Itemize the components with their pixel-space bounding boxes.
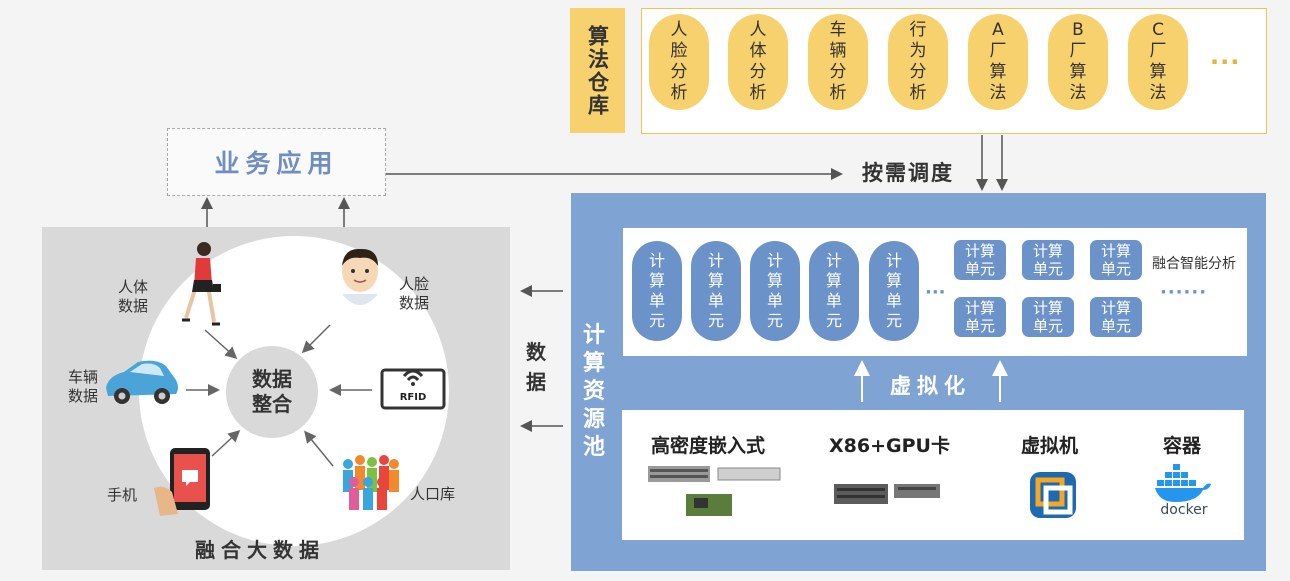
compute-unit-block: 计算 单元 (954, 297, 1006, 337)
walking-person-icon (182, 242, 221, 326)
docker-text: docker (1160, 502, 1207, 518)
algo-more-ellipsis: ··· (1210, 48, 1241, 76)
virtual-machine-label: 虚拟机 (1021, 435, 1079, 457)
algo-vendor-c: C 厂 算 法 (1128, 14, 1188, 110)
embedded-hardware-label: 高密度嵌入式 (651, 435, 766, 457)
rfid-reader-icon: RFID (380, 368, 446, 410)
algo-vehicle-analysis: 车 辆 分 析 (808, 14, 868, 110)
gpu-hardware-label: X86+GPU卡 (829, 435, 950, 457)
compute-unit-ellipsis: ··· (925, 282, 946, 303)
algo-body-analysis: 人 体 分 析 (728, 14, 788, 110)
face-icon (342, 248, 378, 305)
compute-unit-block: 计算 单元 (1090, 297, 1142, 337)
face-data-label: 人脸 数据 (399, 275, 430, 312)
population-crowd-icon (343, 455, 399, 510)
smartphone-icon (154, 448, 210, 516)
body-data-label: 人体 数据 (118, 278, 149, 315)
fused-big-data-title: 融合大数据 (195, 538, 325, 562)
embedded-server-icon (648, 466, 781, 516)
data-integration-core: 数据 整合 (226, 346, 318, 438)
algo-vendor-b: B 厂 算 法 (1048, 14, 1108, 110)
compute-unit-oval: 计 算 单 元 (750, 241, 800, 341)
data-flow-label: 数 据 (526, 340, 546, 394)
docker-icon: docker (1155, 464, 1211, 518)
car-icon (106, 360, 178, 404)
virtual-machine-icon (1030, 472, 1076, 518)
fusion-intelligent-analysis-label: 融合智能分析 (1152, 256, 1236, 272)
algo-behavior-analysis: 行 为 分 析 (888, 14, 948, 110)
algo-vendor-a: A 厂 算 法 (968, 14, 1028, 110)
gpu-server-icon (834, 484, 940, 504)
business-application-box: 业务应用 (167, 128, 386, 196)
on-demand-scheduling-label: 按需调度 (862, 161, 954, 185)
population-label: 人口库 (410, 485, 456, 503)
compute-unit-block: 计算 单元 (954, 240, 1006, 280)
compute-pool-label: 计 算 资 源 池 (583, 323, 606, 460)
algorithm-warehouse-label: 算法仓库 (570, 8, 625, 133)
virtualization-label: 虚拟化 (890, 374, 971, 398)
phone-label: 手机 (107, 486, 138, 504)
compute-unit-oval: 计 算 单 元 (691, 241, 741, 341)
algo-face-analysis: 人 脸 分 析 (649, 14, 709, 110)
compute-unit-oval: 计 算 单 元 (809, 241, 859, 341)
vehicle-data-label: 车辆 数据 (68, 368, 99, 405)
compute-unit-block: 计算 单元 (1022, 297, 1074, 337)
compute-unit-block: 计算 单元 (1022, 240, 1074, 280)
compute-unit-oval: 计 算 单 元 (632, 241, 682, 341)
container-label: 容器 (1163, 435, 1202, 457)
rfid-text: RFID (400, 392, 427, 403)
fusion-ellipsis: ······ (1160, 282, 1208, 303)
compute-unit-oval: 计 算 单 元 (869, 241, 919, 341)
compute-unit-block: 计算 单元 (1090, 240, 1142, 280)
